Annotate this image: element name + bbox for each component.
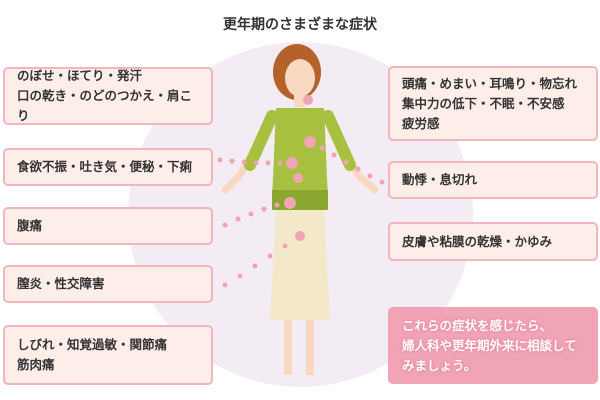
symptom-dots — [217, 95, 385, 288]
page-title: 更年期のさまざまな症状 — [223, 17, 377, 33]
symptom-text: 皮膚や粘膜の乾燥・かゆみ — [402, 233, 553, 249]
advice-text: これらの症状を感じたら、 — [402, 317, 553, 333]
symptom-text: のぼせ・ほてり・発汗 — [17, 68, 143, 83]
advice-text: 婦人科や更年期外来に相談して — [402, 337, 577, 353]
advice-box: これらの症状を感じたら、 婦人科や更年期外来に相談して みましょう。 — [388, 307, 598, 384]
symptom-text: 疲労感 — [402, 115, 440, 131]
symptom-text: 食欲不振・吐き気・便秘・下痢 — [17, 159, 193, 174]
symptom-box-digestive: 食欲不振・吐き気・便秘・下痢 — [3, 148, 213, 186]
symptom-box-hot-flashes: のぼせ・ほてり・発汗 口の乾き・のどのつかえ・肩こり — [3, 67, 213, 125]
symptom-box-headache: 頭痛・めまい・耳鳴り・物忘れ 集中力の低下・不眠・不安感 疲労感 — [388, 66, 598, 141]
symptom-text: 口の乾き・のどのつかえ・肩こり — [17, 88, 193, 123]
advice-text: みましょう。 — [402, 357, 477, 373]
symptom-text: 筋肉痛 — [17, 357, 55, 372]
symptom-box-abdominal-pain: 腹痛 — [3, 207, 213, 245]
symptom-box-vaginitis: 膣炎・性交障害 — [3, 265, 213, 303]
symptom-text: しびれ・知覚過敏・関節痛 — [17, 337, 168, 352]
symptom-text: 動悸・息切れ — [402, 172, 478, 187]
symptom-text: 頭痛・めまい・耳鳴り・物忘れ — [402, 75, 578, 91]
symptom-text: 集中力の低下・不眠・不安感 — [402, 95, 565, 111]
symptom-text: 膣炎・性交障害 — [17, 276, 105, 291]
symptom-box-dryness: 皮膚や粘膜の乾燥・かゆみ — [388, 222, 598, 261]
symptom-box-numbness: しびれ・知覚過敏・関節痛 筋肉痛 — [3, 325, 213, 385]
symptom-text: 腹痛 — [17, 218, 43, 233]
symptom-box-palpitations: 動悸・息切れ — [388, 161, 598, 199]
